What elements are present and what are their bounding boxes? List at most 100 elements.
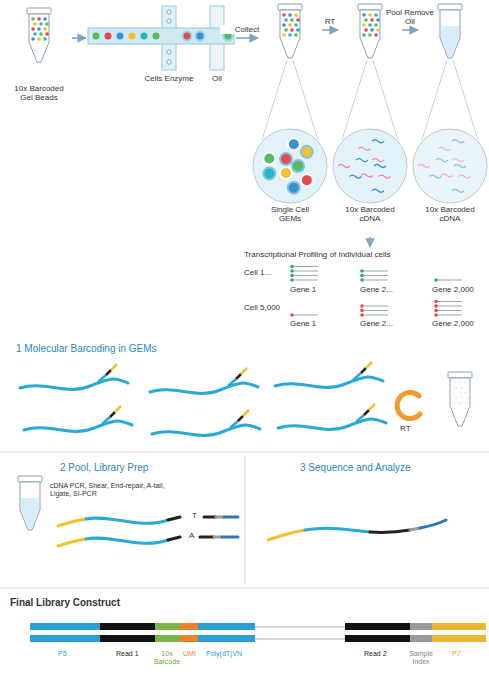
bead-dot <box>296 18 300 22</box>
cell-label: Cell 1... <box>244 268 271 277</box>
segment-label: Read 2 <box>364 650 387 658</box>
rt-enzyme <box>397 393 420 419</box>
segment-label: UMI <box>183 650 196 658</box>
bead-dot <box>296 28 300 32</box>
flow-arrow <box>236 37 258 39</box>
umi-dot <box>290 265 294 269</box>
cdna-molecule <box>452 140 464 143</box>
bead-dot <box>33 22 37 26</box>
gel-bead <box>141 33 148 40</box>
cdna-strand <box>150 368 258 393</box>
cdna-strand <box>20 364 128 389</box>
umi-dot <box>434 309 438 313</box>
umi-dot <box>360 313 364 317</box>
cdna-strand <box>275 362 383 387</box>
section-heading: 3 Sequence and Analyze <box>300 462 411 474</box>
step-note: cDNA PCR, Shear, End-repair, A-tail, Lig… <box>50 482 182 498</box>
umi-dot <box>360 304 364 308</box>
bead-dot <box>362 23 366 27</box>
bead-dot <box>362 33 366 37</box>
segment-label: P5 <box>58 650 67 658</box>
flow-arrow <box>402 29 418 31</box>
step-label: RT <box>303 17 357 26</box>
cdna-molecule <box>372 189 384 192</box>
tube-node: 10x Barcoded Gel Beads <box>8 4 70 116</box>
gem <box>263 152 275 164</box>
bead-dot <box>282 13 286 17</box>
segment-label: Poly(dT)VN <box>206 650 242 658</box>
umi-dot <box>290 313 294 317</box>
tube-node: Single Cell GEMs <box>260 3 320 236</box>
gem <box>288 182 300 194</box>
flow-arrow <box>369 237 371 247</box>
segment-label: 10x Barcode <box>152 650 182 666</box>
bead-dot <box>282 33 286 37</box>
base-label: A <box>189 531 194 540</box>
cdna-strand <box>278 404 386 429</box>
library-construct <box>30 623 486 642</box>
gem <box>280 153 292 165</box>
bead-dot <box>370 28 374 32</box>
node-label: 10x Barcoded Gel Beads <box>8 84 70 102</box>
cdna-molecule <box>358 147 370 150</box>
gem <box>263 168 275 180</box>
gel-bead <box>196 32 205 41</box>
step-label: Collect <box>220 25 274 34</box>
read-line <box>436 280 462 281</box>
read-line <box>436 306 462 307</box>
cdna-molecule <box>356 159 368 162</box>
umi-dot <box>360 309 364 313</box>
cdna-molecule <box>429 175 441 178</box>
umi-dot <box>434 278 438 282</box>
step-label: RT <box>400 424 411 433</box>
read-line <box>362 306 388 307</box>
umi-dot <box>434 304 438 308</box>
segment-label: Sample Index <box>406 650 436 666</box>
cell <box>167 50 171 54</box>
umi-dot <box>360 269 364 273</box>
cdna-strand <box>24 406 132 431</box>
cdna-molecule <box>452 189 464 192</box>
gene-label: Gene 2,000 <box>432 319 474 328</box>
bead-dot <box>290 28 294 32</box>
segment-label: Read 1 <box>116 650 139 658</box>
gem <box>280 167 292 179</box>
flow-arrow <box>322 29 338 31</box>
step-label: Pool Remove Oil <box>383 8 437 26</box>
read-line <box>362 310 388 311</box>
cdna-molecule <box>454 165 466 168</box>
bead-dot <box>31 27 35 31</box>
bead-dot <box>294 33 298 37</box>
section-heading: Final Library Construct <box>10 597 120 609</box>
bead-dot <box>364 28 368 32</box>
gene-label: Gene 2... <box>360 319 393 328</box>
umi-dot <box>360 278 364 282</box>
bead-dot <box>37 17 41 21</box>
umi-dot <box>290 274 294 278</box>
cdna-molecule <box>338 165 350 168</box>
gem <box>301 174 313 186</box>
bead-dot <box>39 32 43 36</box>
library-strand <box>58 517 238 546</box>
bead-dot <box>368 23 372 27</box>
cell-label: Cell 5,000 <box>244 303 280 312</box>
cdna-molecule <box>452 159 464 162</box>
bead-dot <box>31 37 35 41</box>
section-heading: 2 Pool, Library Prep <box>60 462 148 474</box>
cdna-molecule <box>374 165 386 168</box>
tube-liquid <box>21 498 39 529</box>
bead-dot <box>374 23 378 27</box>
tube <box>278 4 302 58</box>
bead-dot <box>33 32 37 36</box>
bead-dot <box>282 23 286 27</box>
flow-arrow <box>72 37 86 39</box>
bead-dot <box>284 28 288 32</box>
cdna-molecule <box>436 159 448 162</box>
gel-bead <box>129 33 136 40</box>
bead-dot <box>370 18 374 22</box>
gene-label: Gene 2... <box>360 285 393 294</box>
cdna-molecule <box>372 140 384 143</box>
read-line <box>436 310 462 311</box>
read-line <box>292 280 318 281</box>
